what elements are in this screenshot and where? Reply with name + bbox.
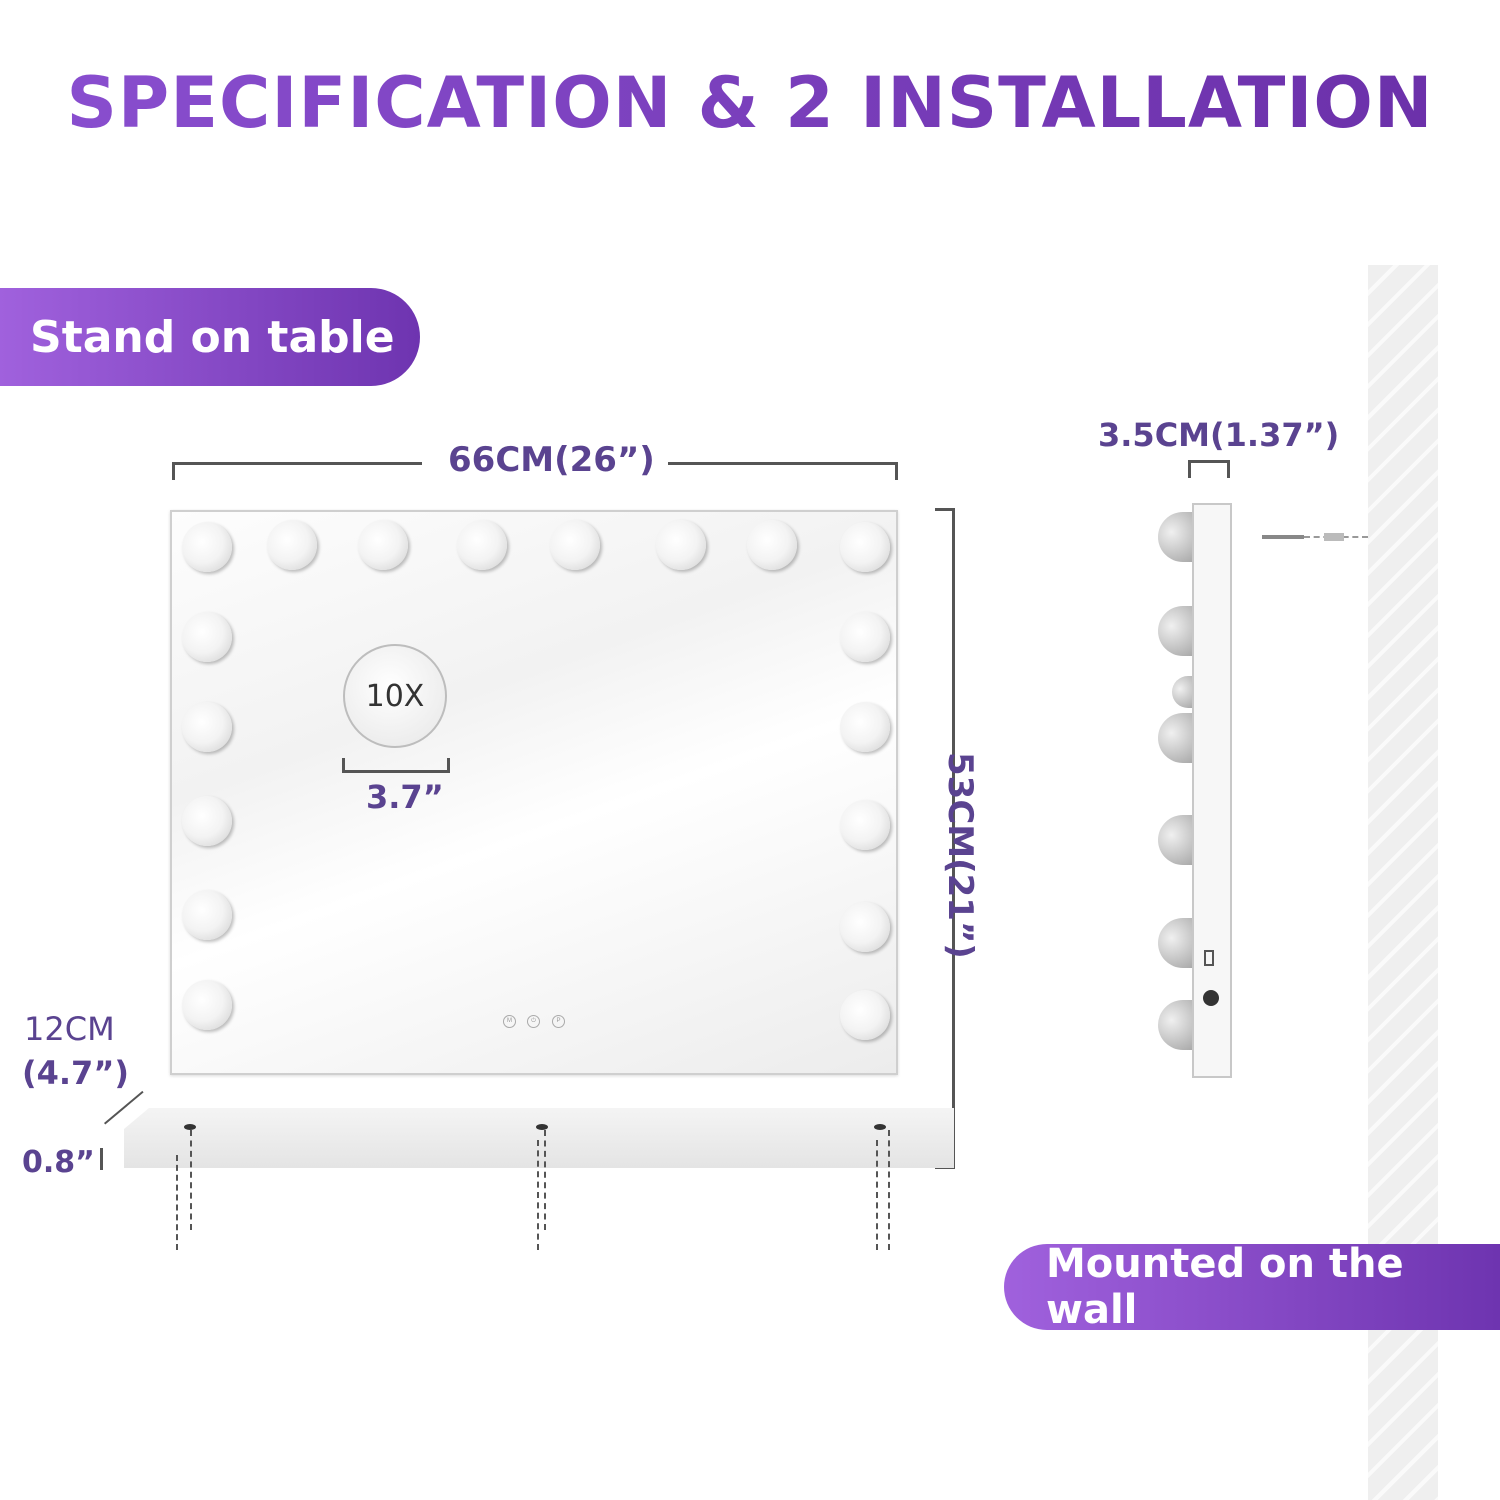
touch-button-m: M (503, 1015, 516, 1028)
base-hole (184, 1124, 196, 1130)
height-dim-line (952, 508, 955, 1168)
depth-dimension: 3.5CM(1.37”) (1098, 416, 1340, 454)
magnifier-dimension: 3.7” (366, 778, 444, 816)
thickness-dim-line (100, 1148, 103, 1170)
base-hole (874, 1124, 886, 1130)
width-dimension: 66CM(26”) (448, 440, 655, 480)
side-bulb (1158, 1000, 1192, 1050)
bulb (182, 796, 232, 846)
depth-dim-tick-left (1188, 460, 1191, 478)
bulb (840, 522, 890, 572)
width-dim-tick-right (895, 462, 898, 480)
height-dim-tick-top (935, 508, 955, 511)
base-hole (536, 1124, 548, 1130)
bulb (182, 522, 232, 572)
power-jack (1203, 990, 1219, 1006)
mounted-on-wall-label: Mounted on the wall (1004, 1241, 1500, 1333)
magnifier-dim-tick-left (342, 758, 345, 773)
stand-label-text: Stand on table (30, 311, 395, 363)
mirror-front-view: M ⏻ P (170, 510, 898, 1075)
bulb (182, 612, 232, 662)
side-bulb (1158, 713, 1192, 763)
mirror-side-view (1192, 503, 1232, 1078)
magnifier-dim-line (342, 770, 450, 773)
base-thickness: 0.8” (22, 1145, 95, 1180)
touch-button-power: ⏻ (527, 1015, 540, 1028)
bulb (840, 990, 890, 1040)
width-dim-line-left (172, 462, 422, 465)
side-bulb (1158, 815, 1192, 865)
bulb (267, 520, 317, 570)
wall-anchor-icon (1324, 533, 1344, 541)
side-bulb (1158, 606, 1192, 656)
mirror-base (124, 1108, 954, 1168)
magnifier-dim-tick-right (447, 758, 450, 773)
magnifier-label: 10X (365, 678, 425, 714)
base-depth-cm: 12CM (24, 1010, 115, 1048)
usb-port (1204, 950, 1214, 966)
mount-guide-line (190, 1130, 192, 1230)
mount-guide-line (544, 1130, 546, 1230)
width-dim-line-right (668, 462, 898, 465)
bulb (840, 612, 890, 662)
mount-guide-line (888, 1130, 890, 1250)
bulb (840, 702, 890, 752)
height-dimension: 53CM(21”) (940, 752, 980, 959)
side-bulb (1158, 512, 1192, 562)
side-bulb (1172, 676, 1192, 708)
page-title: SPECIFICATION & 2 INSTALLATION (0, 62, 1500, 144)
depth-dim-tick-right (1227, 460, 1230, 478)
base-depth-in: (4.7”) (22, 1054, 129, 1092)
mount-guide-line (876, 1140, 878, 1250)
bulb (747, 520, 797, 570)
bulb (840, 902, 890, 952)
width-dim-tick-left (172, 462, 175, 480)
bulb (457, 520, 507, 570)
screw-icon (1262, 535, 1304, 539)
side-bulb (1158, 918, 1192, 968)
bulb (182, 890, 232, 940)
bulb (550, 520, 600, 570)
stand-on-table-label: Stand on table (0, 288, 420, 386)
touch-button-p: P (552, 1015, 565, 1028)
bulb (840, 800, 890, 850)
mount-guide-line (537, 1140, 539, 1250)
depth-dim-line (1188, 460, 1230, 463)
bulb (656, 520, 706, 570)
bulb (182, 702, 232, 752)
wall-label-text: Mounted on the wall (1046, 1241, 1404, 1333)
bulb (358, 520, 408, 570)
mount-guide-line (176, 1155, 178, 1250)
bulb (182, 980, 232, 1030)
magnifier-10x: 10X (343, 644, 447, 748)
